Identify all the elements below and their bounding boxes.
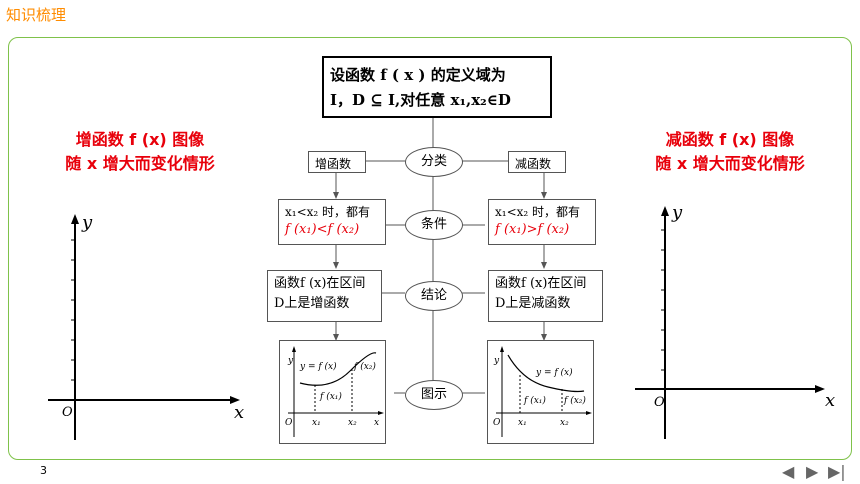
- decreasing-function-graph: y y = f (x) f (x₁) f (x₂) O x₁ x₂: [487, 340, 594, 444]
- tag-classify: 分类: [405, 147, 463, 177]
- decreasing-head-box: 减函数: [508, 151, 566, 173]
- dec-y-label: y: [493, 356, 500, 366]
- last-slide-button[interactable]: ▶|: [828, 462, 846, 481]
- increasing-conclusion-line2: D上是增函数: [274, 296, 350, 311]
- inc-f2-label: f (x₂): [353, 361, 376, 372]
- decreasing-label-line1: 减函数 f (x) 图像: [665, 130, 795, 149]
- tag-illustration: 图示: [405, 380, 463, 410]
- increasing-label-line1: 增函数 f (x) 图像: [75, 130, 205, 149]
- increasing-condition-box: x₁<x₂ 时，都有 f (x₁)<f (x₂): [278, 199, 386, 245]
- concept-map-connectors: [333, 118, 547, 394]
- inc-y-label: y: [287, 356, 294, 366]
- content-frame: [8, 37, 852, 460]
- prev-slide-button[interactable]: ◀: [782, 462, 795, 481]
- tag-condition: 条件: [405, 210, 463, 240]
- definition-box: 设函数 f ( x ) 的定义域为 I，D ⊆ I,对任意 x₁,x₂∈D: [322, 56, 552, 118]
- increasing-condition-line2: f (x₁)<f (x₂): [285, 222, 360, 237]
- inc-x-label: x: [374, 418, 379, 428]
- increasing-graph-label: 增函数 f (x) 图像 随 x 增大而变化情形: [40, 128, 240, 176]
- increasing-conclusion-box: 函数f (x)在区间 D上是增函数: [267, 270, 382, 322]
- dec-x1-label: x₁: [518, 418, 527, 428]
- left-x-axis-label: x: [234, 402, 244, 423]
- dec-f1-label: f (x₁): [523, 395, 546, 406]
- right-x-axis-label: x: [825, 390, 835, 411]
- decreasing-condition-line2: f (x₁)>f (x₂): [495, 222, 570, 237]
- tag-conclusion: 结论: [405, 281, 463, 311]
- right-origin-label: O: [654, 395, 665, 410]
- page-number: 3: [40, 464, 47, 477]
- dec-x2-label: x₂: [560, 418, 569, 428]
- inc-x2-label: x₂: [348, 418, 357, 428]
- section-title: 知识梳理: [6, 6, 67, 24]
- inc-x1-label: x₁: [312, 418, 321, 428]
- decreasing-conclusion-line1: 函数f (x)在区间: [495, 276, 587, 291]
- decreasing-graph-label: 减函数 f (x) 图像 随 x 增大而变化情形: [630, 128, 830, 176]
- next-slide-button[interactable]: ▶: [806, 462, 819, 481]
- decreasing-condition-box: x₁<x₂ 时，都有 f (x₁)>f (x₂): [488, 199, 596, 245]
- left-coordinate-axes: y x O: [48, 212, 244, 440]
- dec-origin-label: O: [493, 418, 501, 428]
- increasing-function-graph: y y = f (x) f (x₂) f (x₁) O x₁ x₂ x: [279, 340, 386, 444]
- inc-curve-label: y = f (x): [299, 361, 337, 372]
- definition-line2: I，D ⊆ I,对任意 x₁,x₂∈D: [330, 91, 511, 109]
- dec-curve-label: y = f (x): [535, 367, 573, 378]
- left-y-axis-label: y: [81, 212, 93, 233]
- increasing-label-line2: 随 x 增大而变化情形: [65, 154, 215, 173]
- increasing-head-box: 增函数: [308, 151, 366, 173]
- increasing-conclusion-line1: 函数f (x)在区间: [274, 276, 366, 291]
- left-origin-label: O: [62, 405, 73, 420]
- right-y-axis-label: y: [671, 202, 683, 223]
- right-coordinate-axes: y x O: [630, 202, 835, 445]
- decreasing-conclusion-box: 函数f (x)在区间 D上是减函数: [488, 270, 603, 322]
- decreasing-label-line2: 随 x 增大而变化情形: [655, 154, 805, 173]
- increasing-condition-line1: x₁<x₂ 时，都有: [285, 205, 371, 219]
- decreasing-condition-line1: x₁<x₂ 时，都有: [495, 205, 581, 219]
- inc-origin-label: O: [285, 418, 293, 428]
- dec-f2-label: f (x₂): [563, 395, 586, 406]
- decreasing-conclusion-line2: D上是减函数: [495, 296, 571, 311]
- inc-f1-label: f (x₁): [319, 391, 342, 402]
- definition-line1: 设函数 f ( x ) 的定义域为: [330, 66, 506, 84]
